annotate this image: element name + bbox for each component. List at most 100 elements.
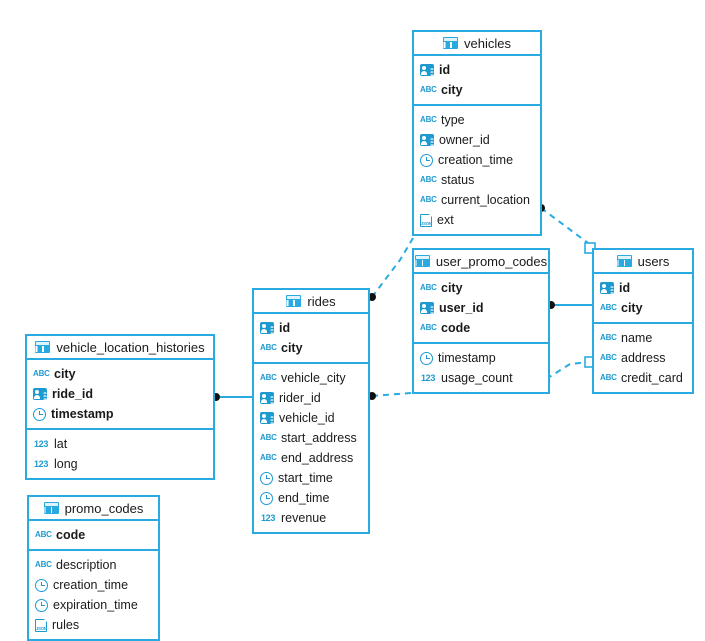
table-icon (286, 295, 302, 307)
abc-icon: ABC (260, 343, 277, 352)
column-name: end_time (278, 491, 330, 505)
column-name: owner_id (439, 133, 490, 147)
table-title: promo_codes (64, 500, 144, 516)
clock-icon (35, 578, 48, 592)
key-icon (260, 392, 274, 404)
column-name: start_time (278, 471, 333, 485)
field-row[interactable]: expiration_time (29, 595, 158, 615)
field-row[interactable]: ABC current_location (414, 190, 540, 210)
abc-icon: ABC (420, 195, 437, 204)
field-row[interactable]: ABC address (594, 348, 692, 368)
field-row[interactable]: 123 usage_count (414, 368, 548, 388)
field-row[interactable]: ride_id (27, 384, 213, 404)
field-row[interactable]: id (254, 318, 368, 338)
key-icon (260, 412, 274, 424)
field-row[interactable]: vehicle_id (254, 408, 368, 428)
json-icon (35, 618, 48, 632)
relationship-edge-vehicles-to-users[interactable] (540, 207, 593, 247)
column-name: timestamp (438, 351, 496, 365)
column-name: address (621, 351, 666, 365)
abc-icon: ABC (600, 353, 617, 362)
table-header[interactable]: vehicles (414, 32, 540, 56)
field-row[interactable]: timestamp (414, 348, 548, 368)
column-name: current_location (441, 193, 530, 207)
abc-icon: ABC (420, 283, 437, 292)
table-header[interactable]: promo_codes (29, 497, 158, 521)
key-icon (420, 134, 434, 146)
table-header[interactable]: users (594, 250, 692, 274)
field-row[interactable]: user_id (414, 298, 548, 318)
field-row[interactable]: id (414, 60, 540, 80)
field-row[interactable]: ext (414, 210, 540, 230)
field-row[interactable]: creation_time (29, 575, 158, 595)
column-name: creation_time (438, 153, 514, 167)
table-header[interactable]: rides (254, 290, 368, 314)
column-name: expiration_time (53, 598, 138, 612)
abc-icon: ABC (420, 323, 437, 332)
field-row[interactable]: timestamp (27, 404, 213, 424)
clock-icon (33, 407, 46, 421)
field-row[interactable]: start_time (254, 468, 368, 488)
table-title: user_promo_codes (435, 253, 548, 269)
table-icon (616, 255, 632, 267)
123-icon: 123 (33, 459, 49, 469)
column-name: usage_count (441, 371, 513, 385)
field-row[interactable]: id (594, 278, 692, 298)
column-name: vehicle_id (279, 411, 335, 425)
primary-key-name: code (441, 321, 471, 335)
json-icon (420, 213, 433, 227)
abc-icon: ABC (420, 115, 437, 124)
abc-icon: ABC (260, 433, 277, 442)
field-row[interactable]: end_time (254, 488, 368, 508)
abc-icon: ABC (420, 85, 437, 94)
table-header[interactable]: vehicle_location_histories (27, 336, 213, 360)
column-name: description (56, 558, 117, 572)
field-row[interactable]: ABC city (414, 80, 540, 100)
column-name: vehicle_city (281, 371, 346, 385)
field-row[interactable]: creation_time (414, 150, 540, 170)
field-row[interactable]: rules (29, 615, 158, 635)
123-icon: 123 (420, 373, 436, 383)
table-header[interactable]: user_promo_codes (414, 250, 548, 274)
abc-icon: ABC (33, 369, 50, 378)
field-row[interactable]: rider_id (254, 388, 368, 408)
column-name: end_address (281, 451, 354, 465)
abc-icon: ABC (420, 175, 437, 184)
field-row[interactable]: ABC code (414, 318, 548, 338)
clock-icon (420, 351, 433, 365)
field-row[interactable]: owner_id (414, 130, 540, 150)
primary-key-name: code (56, 528, 86, 542)
primary-key-name: user_id (439, 301, 484, 315)
abc-icon: ABC (600, 373, 617, 382)
primary-key-name: city (441, 83, 463, 97)
